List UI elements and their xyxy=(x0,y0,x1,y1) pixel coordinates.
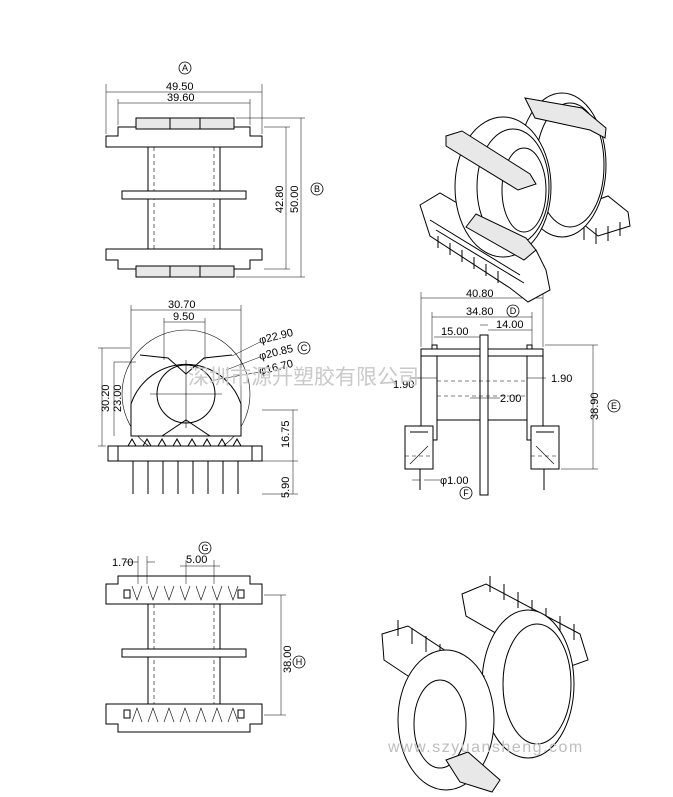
front-pin-row xyxy=(127,437,242,494)
dim-pin-dia: φ1.00 xyxy=(440,475,469,487)
bottom-view: 1.70 5.00 G 38.00 H xyxy=(105,541,306,733)
watermark-company: 深圳市源升塑胶有限公司 xyxy=(188,366,419,389)
dim-top-width-inner: 39.60 xyxy=(167,92,195,104)
dim-pin-len: 5.90 xyxy=(280,477,292,498)
dim-side-w-inner: 34.80 xyxy=(466,306,494,318)
top-view: 49.50 39.60 42.80 50.00 A B xyxy=(105,61,324,278)
dim-top-width-outer: 49.50 xyxy=(166,81,194,93)
label-e: E xyxy=(611,401,617,411)
label-f-circle xyxy=(459,486,473,500)
label-h-circle xyxy=(292,655,306,669)
label-b: B xyxy=(314,184,320,194)
dim-front-w: 30.70 xyxy=(168,299,196,311)
label-b-circle xyxy=(310,182,324,196)
dim-front-h-outer: 30.20 xyxy=(100,384,112,412)
dim-top-h-outer: 50.00 xyxy=(289,185,301,213)
dim-side-wall-c: 2.00 xyxy=(500,393,521,405)
iso-view-upper xyxy=(419,92,631,303)
dim-front-h-inner: 23.00 xyxy=(112,384,124,412)
label-c-circle xyxy=(297,341,311,355)
dim-side-w-outer: 40.80 xyxy=(466,288,494,300)
dim-side-right: 14.00 xyxy=(496,319,524,331)
watermark-url: www.szyuansheng.com xyxy=(387,739,584,756)
label-c: C xyxy=(301,343,308,353)
dim-bot-pitch: 5.00 xyxy=(186,554,207,566)
dim-front-w-small: 9.50 xyxy=(173,311,194,323)
dim-front-h-right: 16.75 xyxy=(280,420,292,448)
label-g: G xyxy=(201,543,208,553)
label-a: A xyxy=(182,63,188,73)
bottom-bottom-pins xyxy=(123,707,245,723)
label-h: H xyxy=(296,657,303,667)
dim-side-wall-r: 1.90 xyxy=(551,373,572,385)
dim-bot-pitch-small: 1.70 xyxy=(112,557,133,569)
dim-top-h-inner: 42.80 xyxy=(274,185,286,213)
dim-bot-h: 38.00 xyxy=(282,645,294,673)
dim-side-left: 15.00 xyxy=(441,326,469,338)
label-e-circle xyxy=(607,399,621,413)
front-view: 30.70 9.50 φ22.90 φ20.85 φ16.70 C 30.20 … xyxy=(98,299,311,498)
side-view: 40.80 34.80 15.00 14.00 D 1.90 1.90 2.00… xyxy=(393,288,621,500)
label-g-circle xyxy=(198,541,212,555)
iso-view-lower xyxy=(381,576,589,793)
label-d-circle xyxy=(506,304,520,318)
label-f: F xyxy=(463,488,469,498)
label-a-circle xyxy=(178,61,192,75)
bottom-top-pins xyxy=(123,585,245,601)
label-d: D xyxy=(510,306,517,316)
dim-side-wall-l: 1.90 xyxy=(393,379,414,391)
dim-side-h: 38.90 xyxy=(589,392,601,420)
